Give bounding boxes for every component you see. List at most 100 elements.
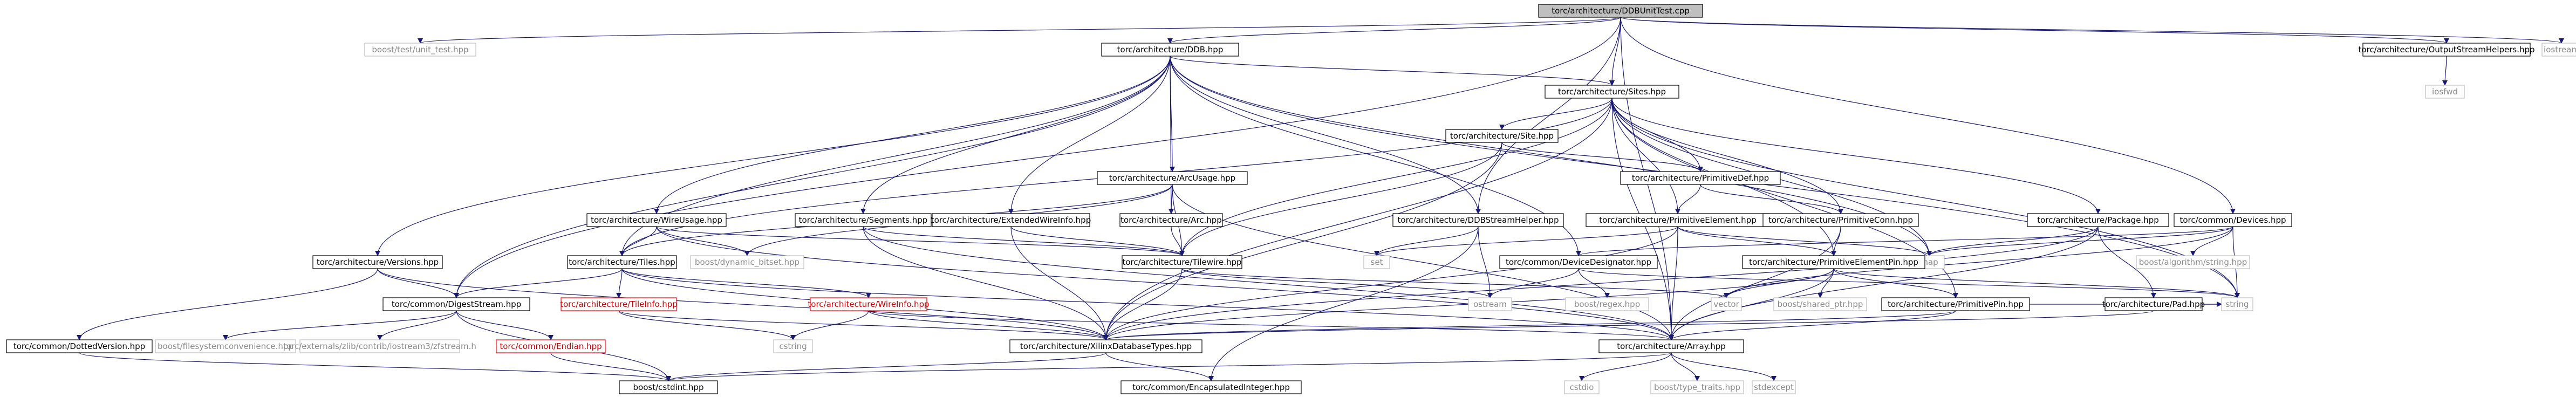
- node-box: [2027, 213, 2169, 227]
- edge-package-to-pad: [2097, 226, 2156, 298]
- node-ddb[interactable]: torc/architecture/DDB.hpp: [1101, 43, 1239, 57]
- node-wire_usage[interactable]: torc/architecture/WireUsage.hpp: [586, 213, 727, 227]
- node-box: [795, 213, 932, 227]
- node-label: torc/architecture/DDBStreamHelper.hpp: [1398, 215, 1559, 225]
- node-root[interactable]: torc/architecture/DDBUnitTest.cpp: [1538, 4, 1703, 18]
- edge-segments-to-array: [863, 226, 1674, 340]
- node-array[interactable]: torc/architecture/Array.hpp: [1598, 339, 1744, 353]
- edge-devices-to-map: [1926, 226, 2233, 256]
- edge-sites-to-primitive_element: [1611, 98, 1680, 214]
- node-sites[interactable]: torc/architecture/Sites.hpp: [1545, 85, 1679, 99]
- node-package[interactable]: torc/architecture/Package.hpp: [2027, 213, 2169, 227]
- node-dynamic_bitset: boost/dynamic_bitset.hpp: [690, 255, 804, 269]
- node-label: torc/architecture/Sites.hpp: [1558, 87, 1666, 97]
- node-versions[interactable]: torc/architecture/Versions.hpp: [312, 255, 443, 269]
- node-primitive_def[interactable]: torc/architecture/PrimitiveDef.hpp: [1620, 171, 1781, 185]
- edge-extended_wire_info-to-tilewire: [1010, 226, 1185, 256]
- node-box: [364, 43, 476, 57]
- edge-root-to-ddb: [1167, 17, 1621, 44]
- node-tiles[interactable]: torc/architecture/Tiles.hpp: [567, 255, 677, 269]
- edge-xilinx_database_types-to-cstdint: [666, 352, 1106, 381]
- node-label: boost/filesystemconvenience.hpp: [158, 341, 293, 351]
- node-encapsulated_integer[interactable]: torc/common/EncapsulatedInteger.hpp: [1120, 380, 1302, 394]
- node-label: boost/shared_ptr.hpp: [1778, 299, 1863, 310]
- node-arc[interactable]: torc/architecture/Arc.hpp: [1119, 213, 1223, 227]
- edge-package-to-array: [1669, 226, 2099, 340]
- node-tilewire[interactable]: torc/architecture/Tilewire.hpp: [1122, 255, 1242, 269]
- node-primitive_element_pin[interactable]: torc/architecture/PrimitiveElementPin.hp…: [1742, 255, 1925, 269]
- node-box: [299, 339, 460, 353]
- edge-tile_info-to-cstring: [618, 310, 796, 340]
- edge-wire_usage-to-dynamic_bitset: [656, 226, 750, 256]
- node-box: [1711, 297, 1742, 311]
- node-primitive_element[interactable]: torc/architecture/PrimitiveElement.hpp: [1586, 213, 1770, 227]
- node-arc_usage[interactable]: torc/architecture/ArcUsage.hpp: [1097, 171, 1248, 185]
- edge-device_designator-to-boost_regex: [1578, 268, 1610, 298]
- node-box: [1468, 297, 1512, 311]
- edge-ddb_stream_helper-to-set: [1374, 226, 1479, 256]
- edge-tilewire-to-ostream: [1181, 268, 1493, 298]
- edge-versions-to-digest_stream: [377, 268, 459, 298]
- node-box: [1598, 339, 1744, 353]
- node-box: [2541, 43, 2576, 57]
- node-box: [561, 297, 677, 311]
- file-nodes: torc/architecture/DDBUnitTest.cpp boost/t…: [6, 4, 2576, 394]
- node-box: [2425, 85, 2465, 99]
- node-string: string: [2221, 297, 2253, 311]
- node-endian[interactable]: torc/common/Endian.hpp: [496, 339, 606, 353]
- edge-ddb-to-segments: [860, 56, 1171, 214]
- node-label: set: [1371, 257, 1383, 267]
- node-label: torc/common/Endian.hpp: [500, 341, 602, 351]
- edge-wire_info-to-array: [868, 310, 1674, 340]
- edge-primitive_element_pin-to-string: [1833, 268, 2240, 298]
- node-algorithm_string: boost/algorithm/string.hpp: [2136, 255, 2250, 269]
- node-digest_stream[interactable]: torc/common/DigestStream.hpp: [382, 297, 530, 311]
- edge-versions-to-xilinx_database_types: [377, 268, 1109, 340]
- node-label: torc/common/DigestStream.hpp: [392, 299, 521, 309]
- node-box: [2221, 297, 2253, 311]
- node-device_designator[interactable]: torc/common/DeviceDesignator.hpp: [1499, 255, 1658, 269]
- edge-tiles-to-tile_info: [616, 268, 623, 298]
- node-label: torc/architecture/Arc.hpp: [1120, 215, 1222, 225]
- node-box: [1881, 297, 2030, 311]
- node-box: [1363, 255, 1390, 269]
- node-boost_unit_test: boost/test/unit_test.hpp: [364, 43, 476, 57]
- edge-site-to-xilinx_database_types: [1103, 142, 1502, 340]
- node-output_helpers[interactable]: torc/architecture/OutputStreamHelpers.hp…: [2358, 43, 2535, 57]
- node-box: [690, 255, 804, 269]
- edge-tiles-to-wire_info: [621, 268, 871, 298]
- edge-root-to-ddb_stream_helper: [1475, 17, 1621, 214]
- node-label: boost/dynamic_bitset.hpp: [695, 257, 800, 268]
- node-label: boost/cstdint.hpp: [633, 382, 704, 392]
- node-label: torc/architecture/DDBUnitTest.cpp: [1552, 6, 1690, 16]
- node-primitive_conn[interactable]: torc/architecture/PrimitiveConn.hpp: [1762, 213, 1919, 227]
- node-label: cstring: [779, 341, 807, 351]
- node-label: torc/architecture/Versions.hpp: [317, 257, 439, 267]
- node-dotted_version[interactable]: torc/common/DottedVersion.hpp: [6, 339, 153, 353]
- node-filesystem_convenience: boost/filesystemconvenience.hpp: [155, 339, 296, 353]
- node-segments[interactable]: torc/architecture/Segments.hpp: [795, 213, 932, 227]
- node-box: [1762, 213, 1919, 227]
- node-primitive_pin[interactable]: torc/architecture/PrimitivePin.hpp: [1881, 297, 2030, 311]
- node-cstdint[interactable]: boost/cstdint.hpp: [619, 380, 718, 394]
- node-devices[interactable]: torc/common/Devices.hpp: [2174, 213, 2292, 227]
- edge-devices-to-device_designator: [1576, 226, 2233, 256]
- node-tile_info[interactable]: torc/architecture/TileInfo.hpp: [560, 297, 678, 311]
- edge-array-to-stdexcept: [1671, 352, 1776, 381]
- node-cstring: cstring: [773, 339, 813, 353]
- node-wire_info[interactable]: torc/architecture/WireInfo.hpp: [808, 297, 930, 311]
- edge-package-to-xilinx_database_types: [1103, 226, 2099, 340]
- edge-arc-to-tilewire: [1171, 226, 1185, 256]
- node-site[interactable]: torc/architecture/Site.hpp: [1445, 129, 1559, 143]
- node-iosfwd: iosfwd: [2425, 85, 2465, 99]
- node-box: [155, 339, 296, 353]
- edge-devices-to-algorithm_string: [2190, 226, 2233, 256]
- node-extended_wire_info[interactable]: torc/architecture/ExtendedWireInfo.hpp: [931, 213, 1091, 227]
- edge-tiles-to-digest_stream: [454, 268, 623, 298]
- node-pad[interactable]: torc/architecture/Pad.hpp: [2102, 297, 2205, 311]
- edge-wire_info-to-cstring: [790, 310, 869, 340]
- node-ddb_stream_helper[interactable]: torc/architecture/DDBStreamHelper.hpp: [1392, 213, 1564, 227]
- edge-tile_info-to-xilinx_database_types: [618, 310, 1109, 340]
- node-shared_ptr: boost/shared_ptr.hpp: [1773, 297, 1867, 311]
- node-xilinx_database_types[interactable]: torc/architecture/XilinxDatabaseTypes.hp…: [1009, 339, 1202, 353]
